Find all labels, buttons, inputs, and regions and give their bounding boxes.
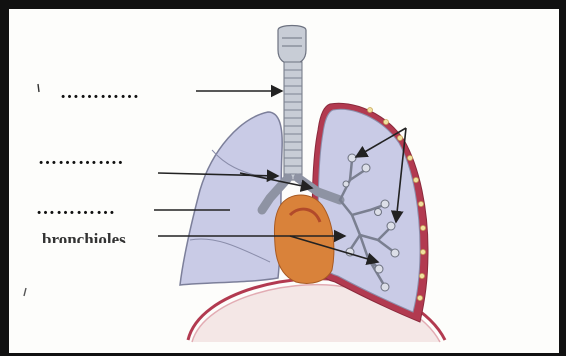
blank-label-lung: ………… <box>36 198 116 220</box>
larynx <box>278 26 306 65</box>
blank-label-bronchi: …………. <box>38 148 124 170</box>
trachea <box>284 62 302 180</box>
blank-label-trachea: ………… <box>60 82 140 104</box>
label-bronchioles: bronchioles <box>42 228 126 243</box>
